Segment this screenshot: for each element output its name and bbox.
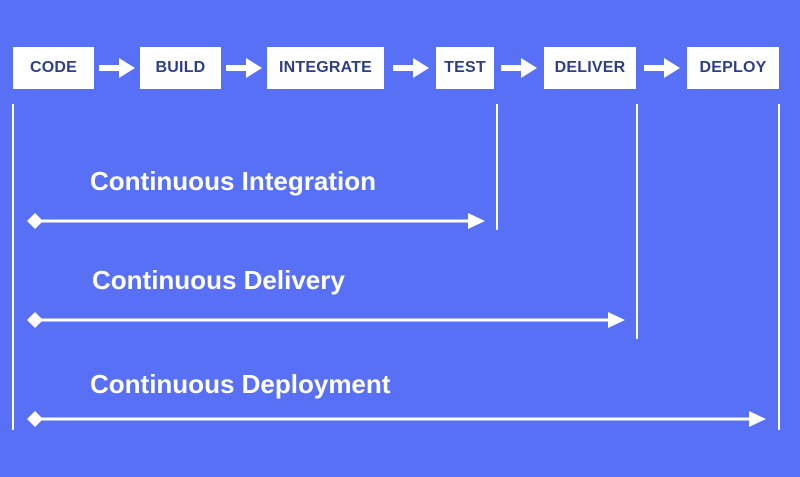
continuous-delivery-label: Continuous Delivery (92, 265, 345, 295)
continuous-integration-span-arrow (27, 213, 485, 229)
continuous-deployment-span-arrow (27, 411, 766, 427)
right-arrow-icon (226, 58, 262, 78)
right-arrow-icon (644, 58, 680, 78)
right-arrow-icon (393, 58, 429, 78)
stage-deliver: DELIVER (544, 47, 636, 89)
stage-deploy: DEPLOY (687, 47, 779, 89)
test-boundary-line (496, 104, 498, 230)
stage-code: CODE (13, 47, 94, 89)
deploy-boundary-line (778, 104, 780, 430)
continuous-integration-label: Continuous Integration (90, 166, 376, 196)
stage-build: BUILD (140, 47, 221, 89)
start-boundary-line (12, 104, 14, 430)
stage-test: TEST (436, 47, 494, 89)
deliver-boundary-line (636, 104, 638, 339)
stage-integrate: INTEGRATE (267, 47, 384, 89)
right-arrow-icon (501, 58, 537, 78)
right-arrow-icon (99, 58, 135, 78)
continuous-deployment-label: Continuous Deployment (90, 369, 391, 399)
continuous-delivery-span-arrow (27, 312, 625, 328)
